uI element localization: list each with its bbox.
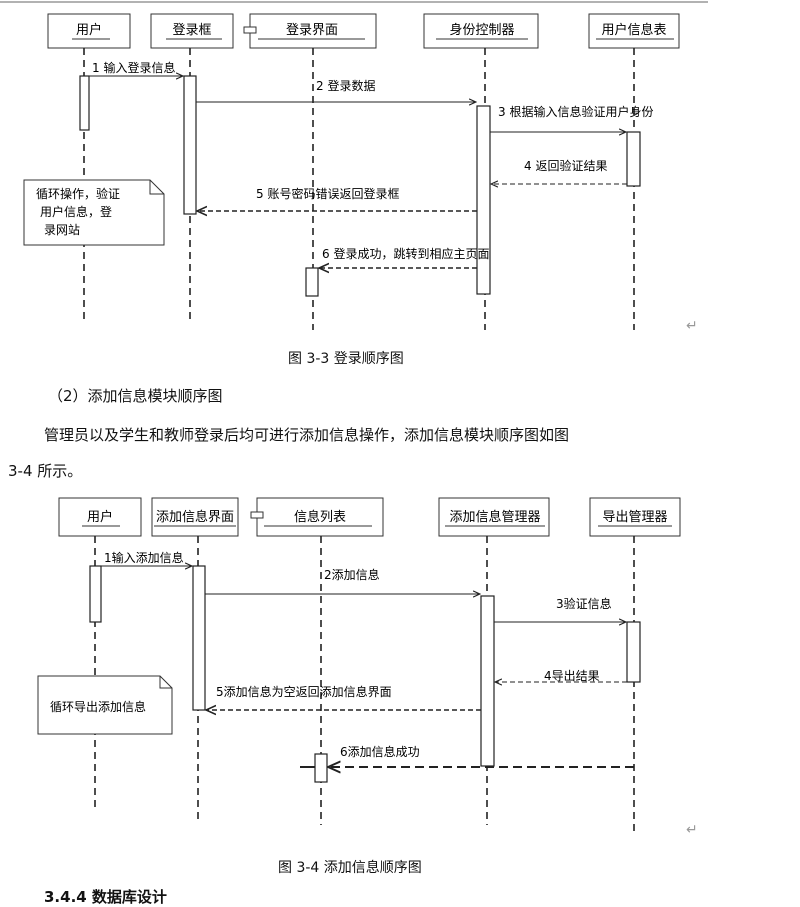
return-mark: ↵ (686, 822, 698, 838)
participant-label: 信息列表 (294, 509, 346, 525)
note-line: 循环操作，验证 (36, 186, 120, 201)
svg-text:5 账号密码错误返回登录框: 5 账号密码错误返回登录框 (256, 186, 399, 201)
loop-note: 循环导出添加信息 (37, 675, 173, 735)
message-6: 6添加信息成功 (300, 744, 634, 767)
participant-export-manager: 导出管理器 (589, 497, 681, 537)
participant-add-info-interface: 添加信息界面 (151, 497, 239, 537)
svg-text:1输入添加信息: 1输入添加信息 (104, 550, 184, 565)
participant-label: 登录框 (172, 23, 211, 38)
participant-info-list: 信息列表 (250, 497, 384, 537)
message-3: 3 根据输入信息验证用户身份 (490, 104, 653, 132)
participant-add-info-manager: 添加信息管理器 (438, 497, 550, 537)
figure-caption-2: 图 3-4 添加信息顺序图 (278, 860, 422, 876)
svg-text:4 返回验证结果: 4 返回验证结果 (524, 158, 607, 173)
svg-text:4导出结果: 4导出结果 (544, 669, 600, 683)
message-1: 1输入添加信息 (101, 550, 192, 566)
note-line: 循环导出添加信息 (50, 699, 146, 714)
message-1: 1 输入登录信息 (89, 60, 183, 76)
participant-label: 添加信息界面 (156, 509, 234, 525)
note-line: 用户信息，登 (40, 204, 112, 219)
svg-text:5添加信息为空返回添加信息界面: 5添加信息为空返回添加信息界面 (216, 684, 392, 699)
svg-text:2 登录数据: 2 登录数据 (316, 78, 375, 93)
svg-text:6添加信息成功: 6添加信息成功 (340, 744, 420, 759)
loop-note: 循环操作，验证 用户信息，登 录网站 (23, 179, 165, 246)
svg-text:6 登录成功，跳转到相应主页面: 6 登录成功，跳转到相应主页面 (322, 246, 489, 261)
login-sequence-diagram: 用户 登录框 登录界面 身份控制器 用户信息表 (0, 1, 708, 330)
participant-label: 登录界面 (286, 23, 338, 38)
participant-user: 用户 (47, 13, 131, 49)
participant-login-box: 登录框 (150, 13, 234, 49)
participant-identity-controller: 身份控制器 (423, 13, 539, 49)
participant-label: 导出管理器 (602, 510, 667, 525)
message-4: 4导出结果 (495, 669, 627, 683)
message-6: 6 登录成功，跳转到相应主页面 (319, 246, 489, 268)
svg-text:3验证信息: 3验证信息 (556, 596, 612, 611)
return-mark: ↵ (686, 318, 698, 334)
participant-label: 添加信息管理器 (449, 509, 540, 525)
participant-label: 用户信息表 (601, 22, 666, 38)
participant-label: 用户 (87, 509, 113, 525)
participant-login-interface: 登录界面 (243, 13, 377, 49)
message-5: 5添加信息为空返回添加信息界面 (206, 684, 481, 710)
svg-text:1 输入登录信息: 1 输入登录信息 (92, 60, 175, 75)
message-4: 4 返回验证结果 (491, 158, 627, 184)
svg-text:2添加信息: 2添加信息 (324, 567, 380, 582)
message-2: 2 登录数据 (196, 78, 476, 102)
activation-bars (79, 75, 641, 297)
add-info-sequence-diagram: 用户 添加信息界面 信息列表 添加信息管理器 导出管理器 (37, 497, 681, 832)
participant-label: 身份控制器 (449, 22, 514, 38)
paragraph-line: 3-4 所示。 (8, 462, 83, 480)
paragraph-line: 管理员以及学生和教师登录后均可进行添加信息操作，添加信息模块顺序图如图 (44, 426, 570, 444)
message-2: 2添加信息 (205, 567, 480, 594)
message-3: 3验证信息 (494, 596, 626, 622)
participant-user: 用户 (58, 497, 142, 537)
message-5: 5 账号密码错误返回登录框 (197, 186, 477, 211)
participant-label: 用户 (76, 22, 102, 38)
figure-caption-1: 图 3-3 登录顺序图 (288, 351, 404, 367)
next-section-heading-partial: 3.4.4 数据库设计 (44, 888, 167, 906)
svg-text:3 根据输入信息验证用户身份: 3 根据输入信息验证用户身份 (498, 104, 653, 119)
participant-user-info-table: 用户信息表 (588, 13, 680, 49)
note-line: 录网站 (44, 223, 80, 237)
section-heading: （2）添加信息模块顺序图 (48, 387, 223, 405)
activation-bars (89, 565, 641, 783)
